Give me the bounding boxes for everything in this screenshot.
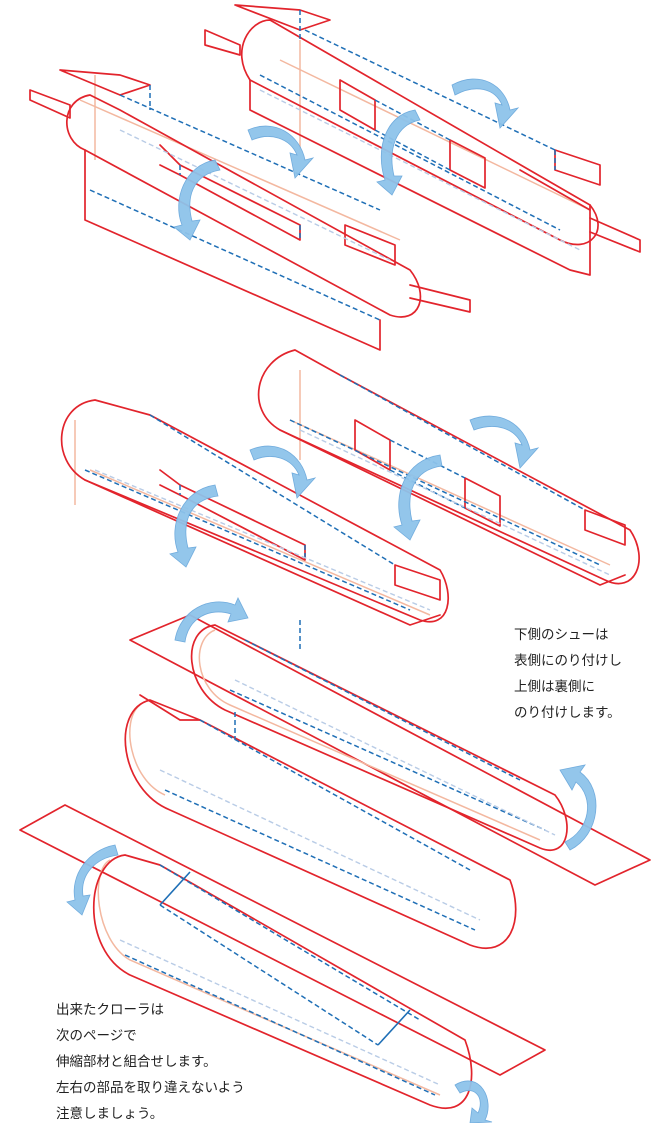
note-line: 下側のシューは — [514, 627, 609, 643]
note-line: 左右の部品を取り違えないよう — [56, 1080, 245, 1096]
note-line: のり付けします。 — [514, 705, 621, 721]
crawler-part-front-flat — [29, 69, 471, 351]
note-line: 上側は裏側に — [514, 679, 595, 695]
note-line: 表側にのり付けし — [514, 653, 622, 669]
crawler-finished — [19, 804, 546, 1110]
crawler-part-front-glued — [60, 399, 449, 626]
note-line: 出来たクローラは — [56, 1002, 164, 1018]
note-line: 伸縮部材と組合せします。 — [56, 1054, 217, 1070]
crawler-loop-open — [129, 614, 651, 886]
rotate-arrow-icon — [66, 78, 597, 1123]
assembly-instruction-note: 出来たクローラは 次のページで 伸縮部材と組合せします。 左右の部品を取り違えな… — [56, 997, 245, 1127]
note-line: 注意しましょう。 — [56, 1106, 164, 1122]
crawler-part-back-flat — [204, 4, 641, 276]
note-line: 次のページで — [56, 1028, 137, 1044]
crawler-loop-closed — [124, 694, 517, 950]
glue-instruction-note: 下側のシューは 表側にのり付けし 上側は裏側に のり付けします。 — [514, 622, 622, 726]
crawler-part-back-glued — [257, 349, 640, 586]
